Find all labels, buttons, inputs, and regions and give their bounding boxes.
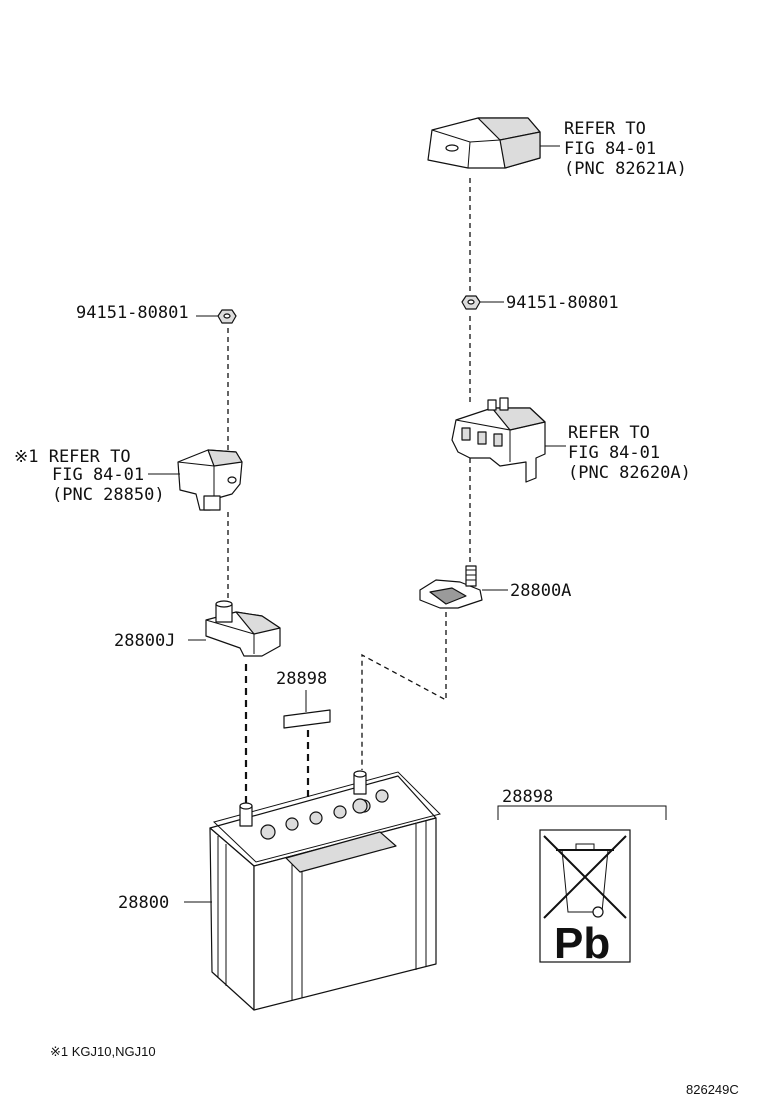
refer-top-line1: REFER TO [564, 119, 646, 139]
refer-mid-line1: REFER TO [568, 423, 650, 443]
leader-lines [148, 145, 566, 903]
refer-left-line2: FIG 84-01 [52, 465, 144, 485]
label-part-number: 28898 [276, 669, 327, 689]
terminal-right-label: 28800A [510, 581, 571, 601]
warning-label-part [283, 709, 331, 729]
refer-left-line3: (PNC 28850) [52, 485, 165, 505]
fuse-block [451, 397, 546, 483]
nut-right [461, 295, 481, 310]
sensor-bracket [177, 449, 243, 511]
label-detail-text: Pb [554, 919, 610, 968]
battery [209, 770, 441, 1011]
figure-id: 826249C [686, 1082, 739, 1097]
nut-left [217, 309, 237, 324]
refer-mid-line3: (PNC 82620A) [568, 463, 691, 483]
footnote: ※1 KGJ10,NGJ10 [50, 1044, 156, 1059]
refer-left-line1: ※1 REFER TO [14, 447, 131, 467]
label-detail-bracket [497, 805, 667, 820]
fuse-block-cover [427, 117, 541, 169]
recycling-label: Pb [539, 829, 631, 968]
negative-terminal [205, 600, 281, 657]
positive-terminal [419, 565, 483, 609]
refer-mid-line2: FIG 84-01 [568, 443, 660, 463]
nut-right-label: 94151-80801 [506, 293, 619, 313]
refer-top-line2: FIG 84-01 [564, 139, 656, 159]
nut-left-label: 94151-80801 [76, 303, 189, 323]
label-detail-number: 28898 [502, 787, 553, 807]
refer-top-line3: (PNC 82621A) [564, 159, 687, 179]
battery-part-number: 28800 [118, 893, 169, 913]
assembly-lines [227, 178, 471, 810]
terminal-left-label: 28800J [114, 631, 175, 651]
